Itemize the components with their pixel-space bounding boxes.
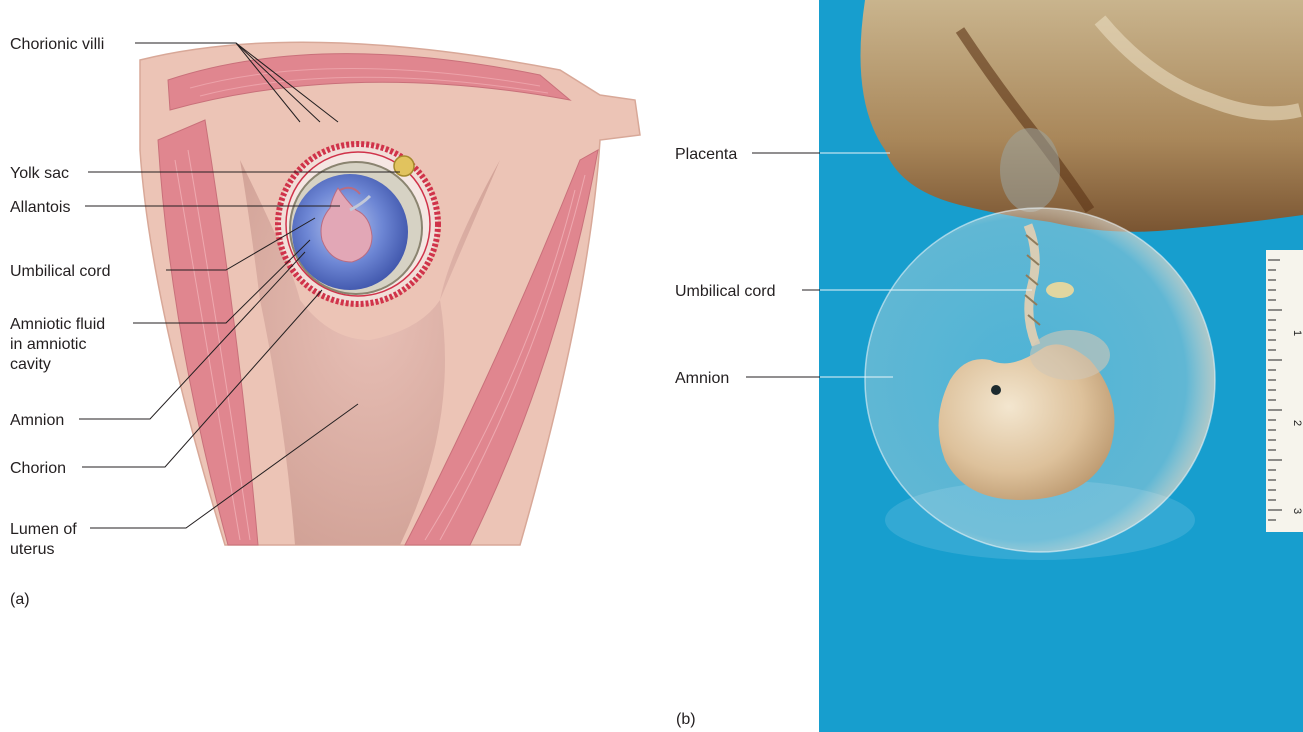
label-amniotic-fluid-line3: cavity: [10, 356, 51, 373]
ruler-number-1: 1: [1291, 330, 1303, 336]
uterus-illustration: [140, 42, 640, 545]
label-lumen-line2: uterus: [10, 541, 54, 558]
embryo-eye: [991, 385, 1001, 395]
ruler-number-3: 3: [1291, 508, 1303, 514]
label-amniotic-fluid-line1: Amniotic fluid: [10, 316, 105, 333]
label-allantois: Allantois: [10, 199, 70, 216]
label-lumen-line1: Lumen of: [10, 521, 77, 538]
label-amniotic-fluid-line2: in amniotic: [10, 336, 86, 353]
specimen-photo: 1 2 3: [819, 0, 1303, 732]
label-amnion-b: Amnion: [675, 370, 729, 387]
panel-b-leader-lines: [746, 153, 820, 377]
label-chorionic-villi: Chorionic villi: [10, 36, 104, 53]
label-placenta: Placenta: [675, 146, 737, 163]
panel-a-labels: Chorionic villi Yolk sac Allantois Umbil…: [10, 36, 110, 608]
panel-b-labels: Placenta Umbilical cord Amnion (b): [675, 146, 775, 728]
label-umbilical-cord-a: Umbilical cord: [10, 263, 110, 280]
label-chorion: Chorion: [10, 460, 66, 477]
label-umbilical-cord-b: Umbilical cord: [675, 283, 775, 300]
yolk-sac: [394, 156, 414, 176]
label-amnion-a: Amnion: [10, 412, 64, 429]
panel-a-tag: (a): [10, 591, 30, 608]
panel-b-tag: (b): [676, 711, 696, 728]
ruler-number-2: 2: [1291, 420, 1303, 426]
label-yolk-sac: Yolk sac: [10, 165, 69, 182]
